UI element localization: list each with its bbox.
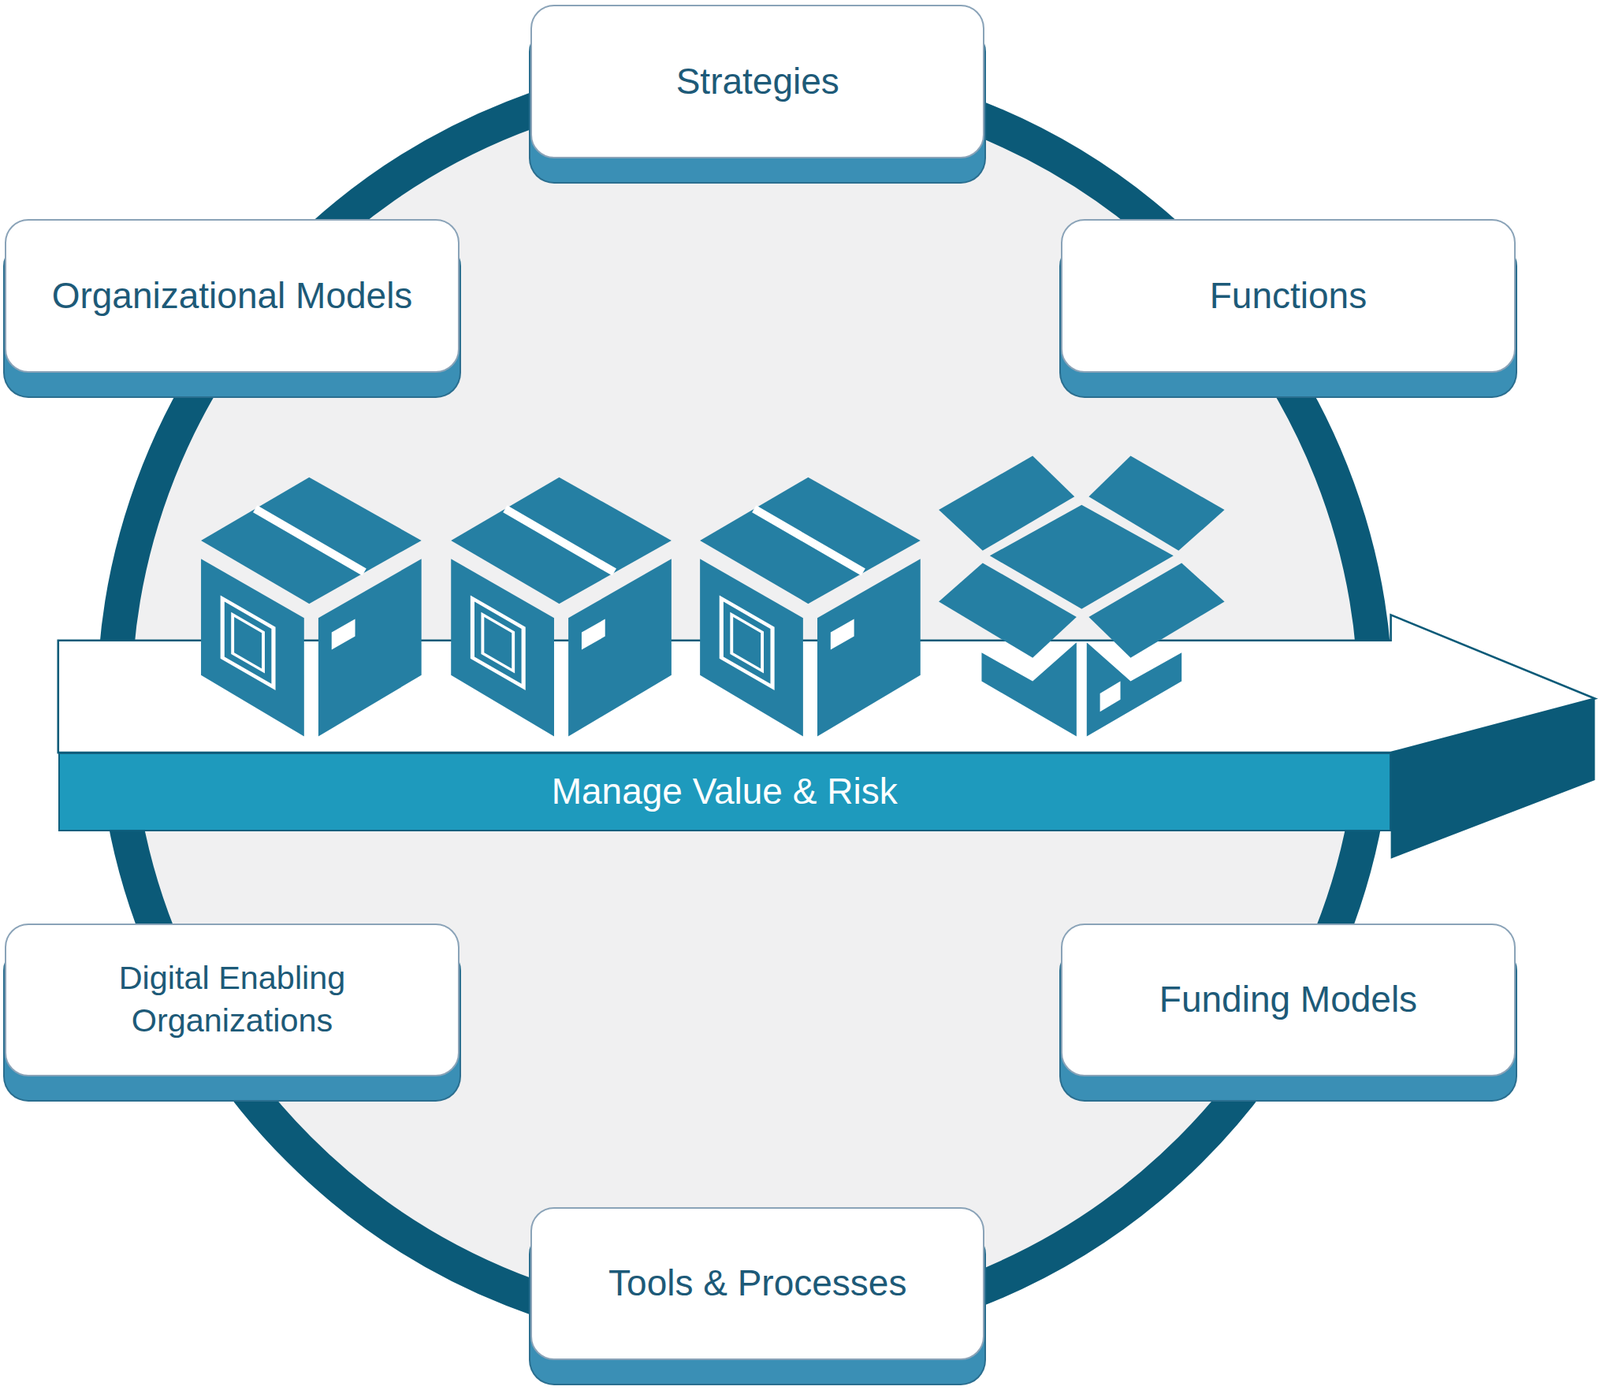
node-label: Organizational Models	[33, 272, 432, 320]
node-label: Functions	[1190, 272, 1386, 320]
node-label: Digital Enabling Organizations	[6, 957, 458, 1043]
funding-box: Funding Models	[1060, 923, 1515, 1077]
strategy-box: Strategies	[530, 4, 985, 158]
node-label: Manage Value & Risk	[532, 768, 917, 816]
node-label: Funding Models	[1140, 976, 1437, 1024]
tools-box: Tools & Processes	[530, 1207, 985, 1361]
value-risk-band: Manage Value & Risk	[58, 752, 1392, 832]
model-box: Organizational Models	[4, 219, 459, 373]
node-label: Strategies	[657, 58, 859, 106]
enabling-box: Digital Enabling Organizations	[4, 923, 459, 1077]
node-label: Tools & Processes	[589, 1260, 926, 1308]
function-box: Functions	[1060, 219, 1515, 373]
